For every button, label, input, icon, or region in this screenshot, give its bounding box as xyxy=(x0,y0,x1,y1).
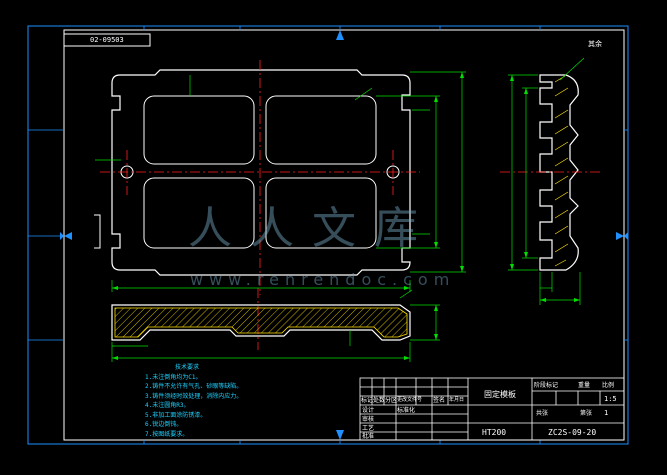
front-dimensions xyxy=(95,71,466,292)
drawing-number: ZC2S-09-20 xyxy=(548,428,597,437)
tb-label-zone: 分区 xyxy=(385,397,398,404)
note-item: 4.未注圆角R3。 xyxy=(145,402,190,409)
side-outline xyxy=(539,74,579,271)
left-detail xyxy=(94,214,101,249)
centering-marks xyxy=(60,30,628,440)
tb-label-approve: 批准 xyxy=(362,433,375,440)
tb-label-mark: 标记 xyxy=(361,397,374,404)
note-item: 3.铸件须经时效处理，消除内应力。 xyxy=(145,392,243,400)
note-item: 6.锐边倒钝。 xyxy=(145,421,183,428)
drawing-code: 02-09503 xyxy=(90,36,124,44)
roughness-mark: 其余 xyxy=(588,40,602,48)
technical-notes: 技术要求 1.未注倒角均为C1。 2.铸件不允许有气孔、砂眼等缺陷。 3.铸件须… xyxy=(145,363,242,439)
part-name: 固定模板 xyxy=(484,390,516,399)
section-dimensions xyxy=(111,289,440,362)
note-item: 7.按图纸要求。 xyxy=(145,430,189,438)
tb-label-change: 更改文件号 xyxy=(397,397,423,403)
code-box xyxy=(63,33,151,47)
tb-label-sheet-no: 第张 xyxy=(580,410,593,417)
note-item: 1.未注倒角均为C1。 xyxy=(145,373,202,381)
title-block-grid xyxy=(359,377,625,441)
plate-windows xyxy=(143,95,377,249)
tb-label-stage: 阶段标记 xyxy=(534,382,559,389)
tb-label-weight: 重量 xyxy=(578,382,591,389)
tb-label-sign: 签名 xyxy=(433,397,446,404)
side-dim-arrows xyxy=(510,75,580,302)
watermark-logo-text: 人人文库 xyxy=(188,203,436,254)
side-dimensions xyxy=(508,57,585,305)
tb-label-sheets: 共张 xyxy=(536,410,549,417)
tb-label-review: 审核 xyxy=(362,416,375,423)
section-dim-arrows xyxy=(112,305,438,360)
front-dim-arrows xyxy=(112,72,464,290)
tb-label-count: 处数 xyxy=(373,397,386,404)
material: HT200 xyxy=(482,428,507,437)
tb-label-process: 工艺 xyxy=(362,425,375,432)
tb-label-standard: 标准化 xyxy=(397,407,416,414)
tb-label-scale: 比例 xyxy=(602,382,615,389)
scale-value: 1:5 xyxy=(604,395,617,403)
section-hatch-left xyxy=(114,307,408,338)
plate-outline xyxy=(111,69,411,276)
sheet-value: 1 xyxy=(604,409,609,417)
note-item: 5.非加工面涂防锈漆。 xyxy=(145,411,207,419)
section-outline xyxy=(111,304,411,341)
inner-border xyxy=(63,29,625,441)
tb-label-design: 设计 xyxy=(362,407,375,414)
tb-label-date: 年月日 xyxy=(449,397,465,403)
note-item: 2.铸件不允许有气孔、砂眼等缺陷。 xyxy=(145,383,243,390)
watermark-url: www.renrendoc.com xyxy=(190,270,456,289)
side-hatch xyxy=(554,75,569,267)
notes-heading: 技术要求 xyxy=(175,364,200,371)
